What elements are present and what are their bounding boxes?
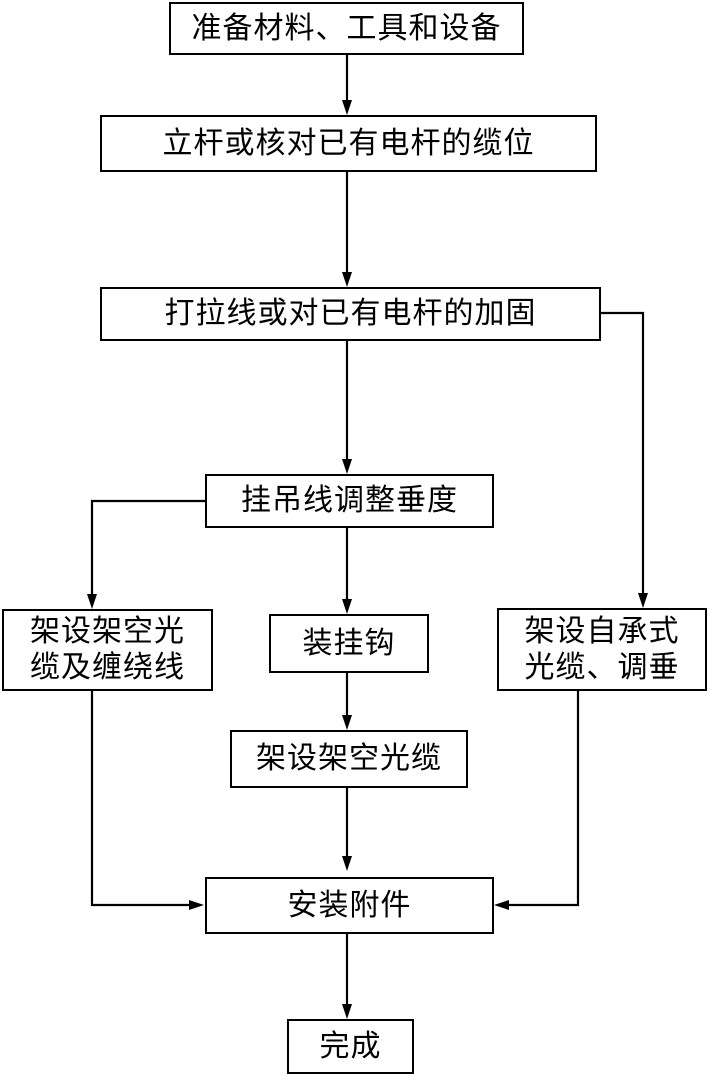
arrowhead xyxy=(342,272,352,287)
arrowhead xyxy=(342,715,352,730)
step-messenger: 挂吊线调整垂度 xyxy=(205,474,494,528)
arrowhead xyxy=(189,900,204,910)
step-fittings-label: 安装附件 xyxy=(287,887,412,923)
step-messenger-label: 挂吊线调整垂度 xyxy=(241,483,458,518)
arrowhead xyxy=(638,593,648,608)
arrowhead xyxy=(342,1004,352,1019)
step-guy: 打拉线或对已有电杆的加固 xyxy=(100,287,601,341)
arrowhead xyxy=(494,900,509,910)
step-pole-label: 立杆或核对已有电杆的缆位 xyxy=(162,125,535,161)
step-done-label: 完成 xyxy=(319,1028,382,1064)
step-left-branch: 架设架空光 缆及缠绕线 xyxy=(2,609,213,691)
step-aerial-label: 架设架空光缆 xyxy=(256,741,442,776)
step-guy-label: 打拉线或对已有电杆的加固 xyxy=(164,296,537,331)
connector-messenger-to-left-branch xyxy=(90,499,205,596)
connector-guy-to-right-branch xyxy=(601,311,645,595)
step-aerial: 架设架空光缆 xyxy=(230,730,468,788)
arrowhead xyxy=(87,594,97,609)
connector-right-branch-to-fittings xyxy=(508,691,580,907)
arrowhead xyxy=(342,599,352,614)
step-right-branch-line-2: 光缆、调垂 xyxy=(524,649,680,685)
step-done: 完成 xyxy=(287,1019,414,1074)
step-hook-label: 装挂钩 xyxy=(302,625,396,661)
arrowhead xyxy=(342,100,352,115)
arrowhead xyxy=(342,459,352,474)
step-prepare: 准备材料、工具和设备 xyxy=(169,2,524,55)
step-prepare-label: 准备材料、工具和设备 xyxy=(191,10,502,46)
step-right-branch-line-1: 架设自承式 xyxy=(524,613,680,649)
step-fittings: 安装附件 xyxy=(205,877,494,934)
step-right-branch: 架设自承式 光缆、调垂 xyxy=(497,608,707,691)
step-pole: 立杆或核对已有电杆的缆位 xyxy=(100,115,597,172)
step-left-branch-line-2: 缆及缠绕线 xyxy=(30,650,185,685)
step-hook: 装挂钩 xyxy=(269,614,429,673)
step-left-branch-line-1: 架设架空光 xyxy=(30,614,185,649)
arrowhead xyxy=(342,856,352,871)
connector-left-branch-to-fittings xyxy=(90,691,190,907)
